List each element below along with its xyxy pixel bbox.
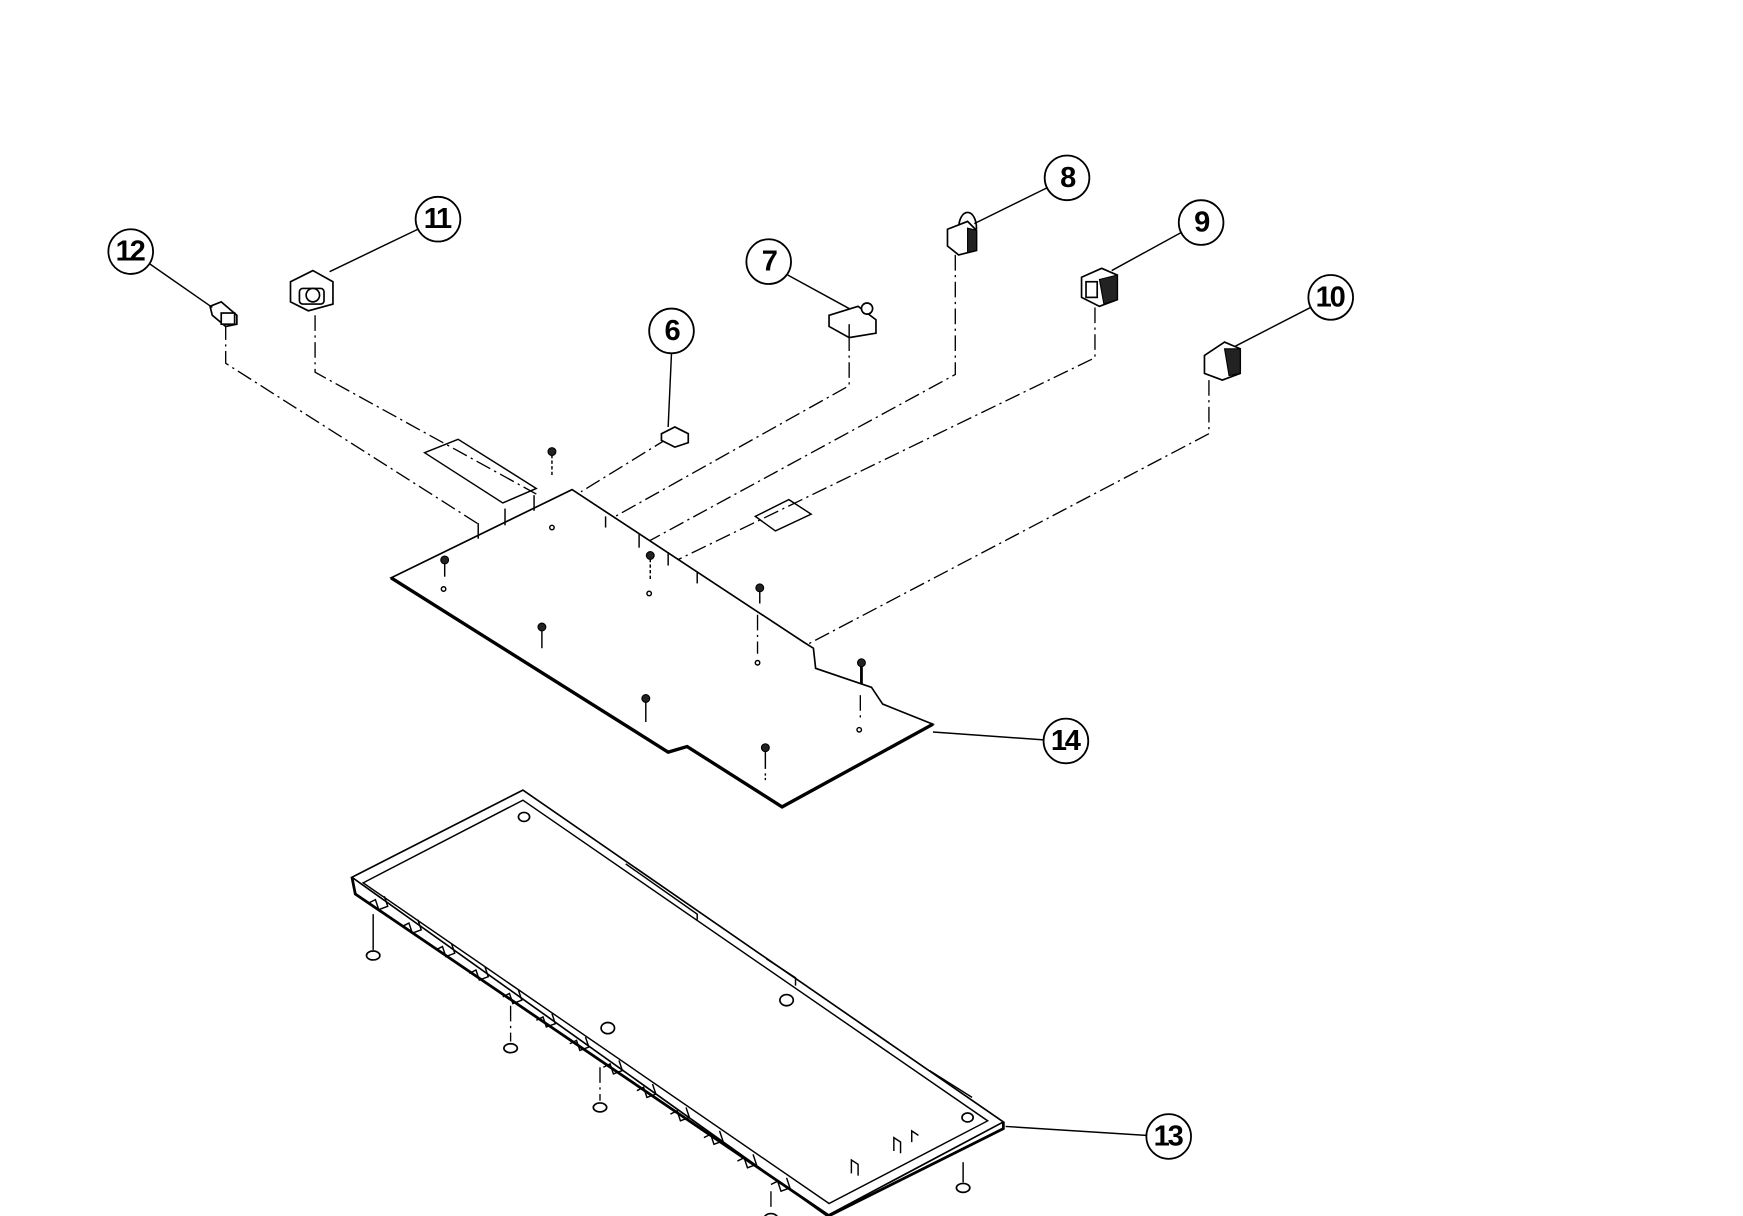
part-11-jack: [289, 269, 334, 312]
callout-14: 14: [1042, 717, 1090, 765]
circuit-board: [389, 447, 935, 809]
screw-icon: [503, 1005, 519, 1054]
callout-leaders: [149, 187, 1311, 1137]
screw-icon: [537, 622, 547, 649]
part-9-switch: [1080, 267, 1119, 308]
screw-icon: [760, 743, 770, 781]
reference-boxes: [422, 438, 813, 532]
callout-label: 7: [762, 246, 777, 278]
screw-icon: [645, 551, 655, 597]
callout-13: 13: [1145, 1113, 1192, 1160]
tray-screws: [365, 914, 971, 1216]
part-6-connector: [660, 426, 690, 449]
callout-8: 8: [1043, 154, 1091, 202]
callout-label: 14: [1051, 725, 1081, 757]
part-10-switch: [1203, 341, 1242, 381]
assembly-lines: [225, 254, 1210, 647]
screw-icon: [856, 658, 866, 733]
callout-label: 8: [1060, 162, 1076, 194]
board-screws: [440, 447, 866, 781]
callout-label: 6: [665, 315, 681, 347]
part-12-connector: [209, 300, 238, 328]
screw-icon: [440, 555, 450, 592]
callout-label: 12: [116, 236, 145, 268]
screw-icon: [754, 583, 765, 666]
callout-9: 9: [1177, 199, 1225, 246]
callout-7: 7: [745, 238, 792, 285]
callout-label: 13: [1154, 1120, 1184, 1152]
tray-front-teeth: [368, 896, 791, 1193]
callout-12: 12: [107, 228, 154, 275]
screw-icon: [641, 694, 651, 722]
part-7-switch: [828, 302, 877, 339]
screw-icon: [547, 447, 557, 531]
screw-icon: [955, 1162, 971, 1194]
part-8-switch: [946, 211, 978, 256]
tray-bosses: [517, 811, 975, 1123]
callout-label: 11: [424, 203, 452, 235]
screw-icon: [592, 1067, 608, 1113]
bottom-case: [350, 789, 1005, 1216]
callout-10: 10: [1307, 274, 1354, 321]
screw-icon: [365, 914, 381, 961]
screw-icon: [763, 1191, 778, 1216]
callout-label: 9: [1194, 207, 1210, 239]
callout-11: 11: [414, 195, 462, 243]
callout-6: 6: [648, 307, 695, 355]
callout-label: 10: [1316, 281, 1345, 313]
